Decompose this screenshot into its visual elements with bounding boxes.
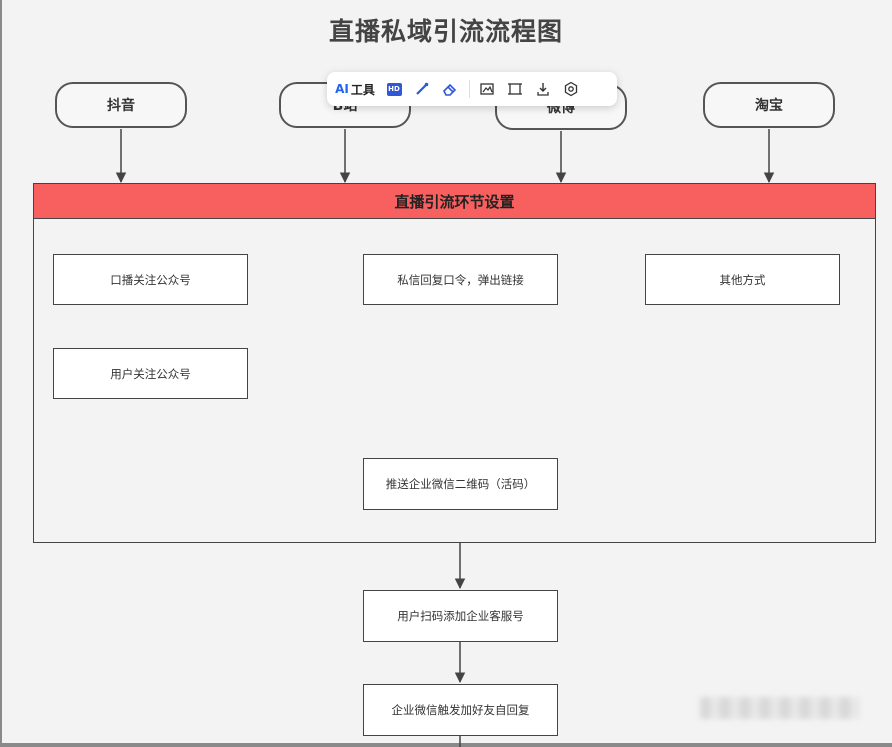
- source-douyin: 抖音: [55, 82, 187, 128]
- step-haoyou: 企业微信触发加好友自回复: [363, 684, 558, 736]
- step-yonghu-guanzhu: 用户关注公众号: [53, 348, 248, 399]
- edit-image-button[interactable]: [476, 76, 498, 102]
- toolbar-separator: [469, 80, 470, 98]
- eraser-icon: [443, 83, 457, 96]
- edit-image-icon: [480, 83, 494, 95]
- magic-wand-button[interactable]: [411, 76, 433, 102]
- step-saoma: 用户扫码添加企业客服号: [363, 590, 558, 642]
- blurred-watermark: [700, 697, 860, 719]
- diagram-title: 直播私域引流流程图: [328, 17, 563, 46]
- hd-icon: HD: [386, 82, 402, 96]
- source-taobao: 淘宝: [703, 82, 835, 128]
- download-icon: [537, 83, 549, 96]
- window-left-border: [0, 0, 2, 747]
- eraser-button[interactable]: [439, 76, 461, 102]
- ai-tools-label: 工具: [350, 82, 375, 97]
- download-button[interactable]: [532, 76, 554, 102]
- image-toolbar: AI 工具 HD: [327, 72, 617, 106]
- crop-icon: [508, 83, 522, 95]
- step-tuisong: 推送企业微信二维码（活码）: [363, 458, 558, 510]
- crop-button[interactable]: [504, 76, 526, 102]
- ai-tools-button[interactable]: AI 工具: [333, 76, 377, 102]
- step-qita: 其他方式: [645, 254, 840, 305]
- window-bottom-border: [0, 743, 892, 747]
- container-header: 直播引流环节设置: [33, 183, 876, 219]
- magic-wand-icon: [416, 82, 429, 95]
- step-sixin: 私信回复口令，弹出链接: [363, 254, 558, 305]
- hd-enhance-button[interactable]: HD: [383, 76, 405, 102]
- gear-icon: [564, 81, 578, 97]
- ai-label: AI: [335, 82, 349, 96]
- settings-button[interactable]: [560, 76, 582, 102]
- step-koubo: 口播关注公众号: [53, 254, 248, 305]
